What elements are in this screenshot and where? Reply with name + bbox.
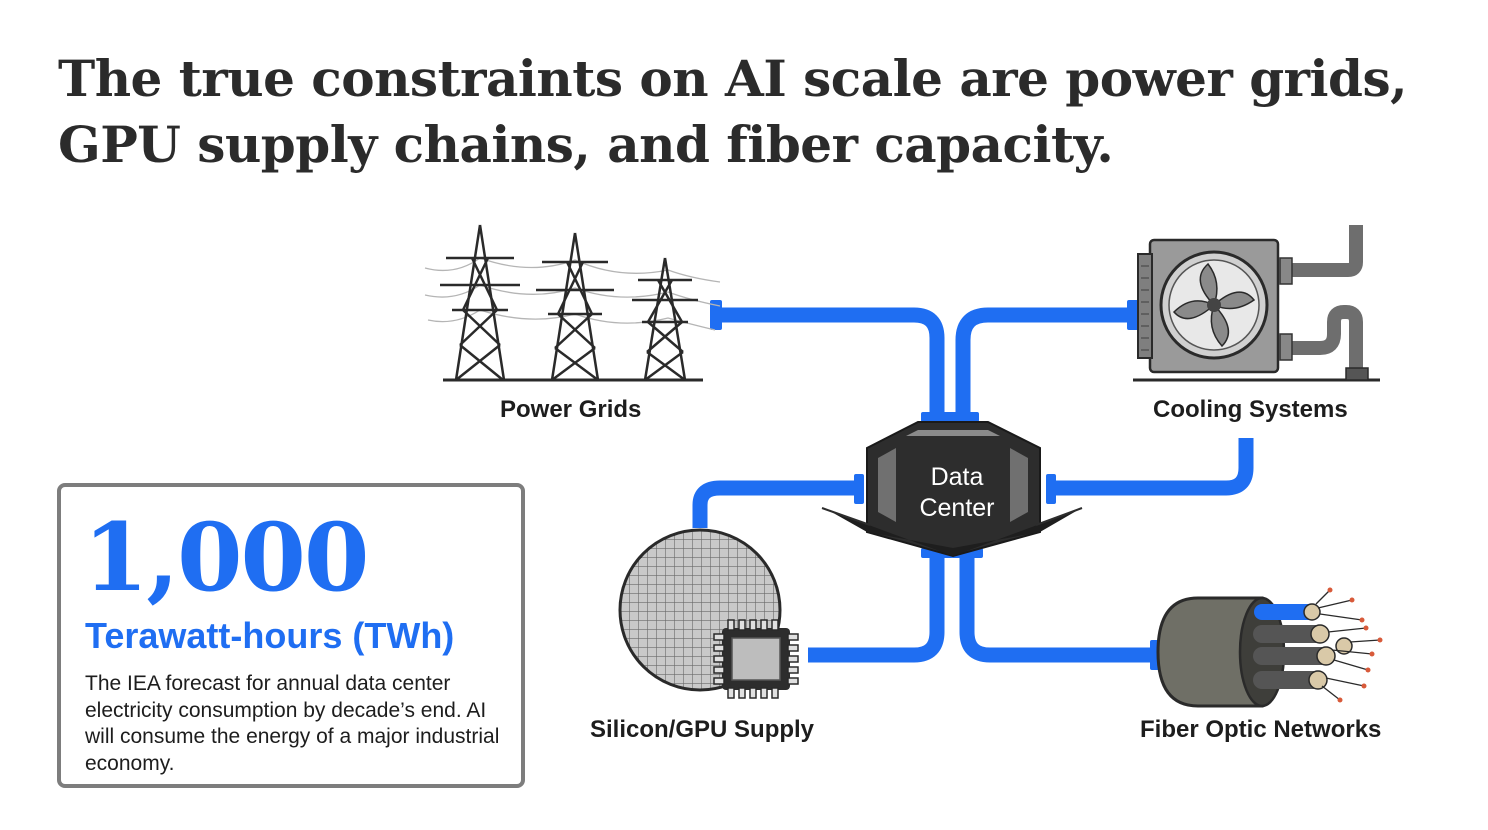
- connector-power-grids: [716, 307, 945, 420]
- data-center-label-line1: Data: [930, 463, 984, 491]
- data-center-label-line2: Center: [919, 494, 995, 522]
- fiber-optic-label: Fiber Optic Networks: [1140, 716, 1382, 743]
- stat-value: 1,000: [83, 503, 369, 613]
- connector-cooling-return: [1050, 438, 1254, 496]
- connector-fiber: [959, 558, 1155, 663]
- power-tower-3: [632, 257, 698, 382]
- connector-lines: [692, 307, 1254, 663]
- fiber-cable-icon: [1156, 587, 1383, 708]
- connector-gpu: [808, 558, 945, 663]
- power-grids-label: Power Grids: [500, 396, 642, 423]
- cooling-systems-label: Cooling Systems: [1153, 396, 1348, 423]
- data-center-label: Data Center: [897, 462, 1017, 524]
- stat-description: The IEA forecast for annual data center …: [85, 672, 500, 775]
- stat-card: 1,000 Terawatt-hours (TWh) The IEA forec…: [57, 483, 525, 788]
- power-tower-icon: [424, 224, 721, 382]
- cooling-fan-icon: [1133, 225, 1380, 382]
- silicon-gpu-label: Silicon/GPU Supply: [590, 716, 815, 743]
- connector-silicon: [692, 480, 862, 528]
- gpu-chip-icon: [713, 619, 799, 699]
- power-tower-2: [536, 232, 614, 382]
- connector-cooling: [955, 307, 1134, 420]
- power-tower-1: [440, 224, 520, 381]
- headline: The true constraints on AI scale are pow…: [58, 49, 1408, 174]
- stat-unit: Terawatt-hours (TWh): [85, 615, 455, 656]
- data-center-hub-icon: [821, 421, 1083, 558]
